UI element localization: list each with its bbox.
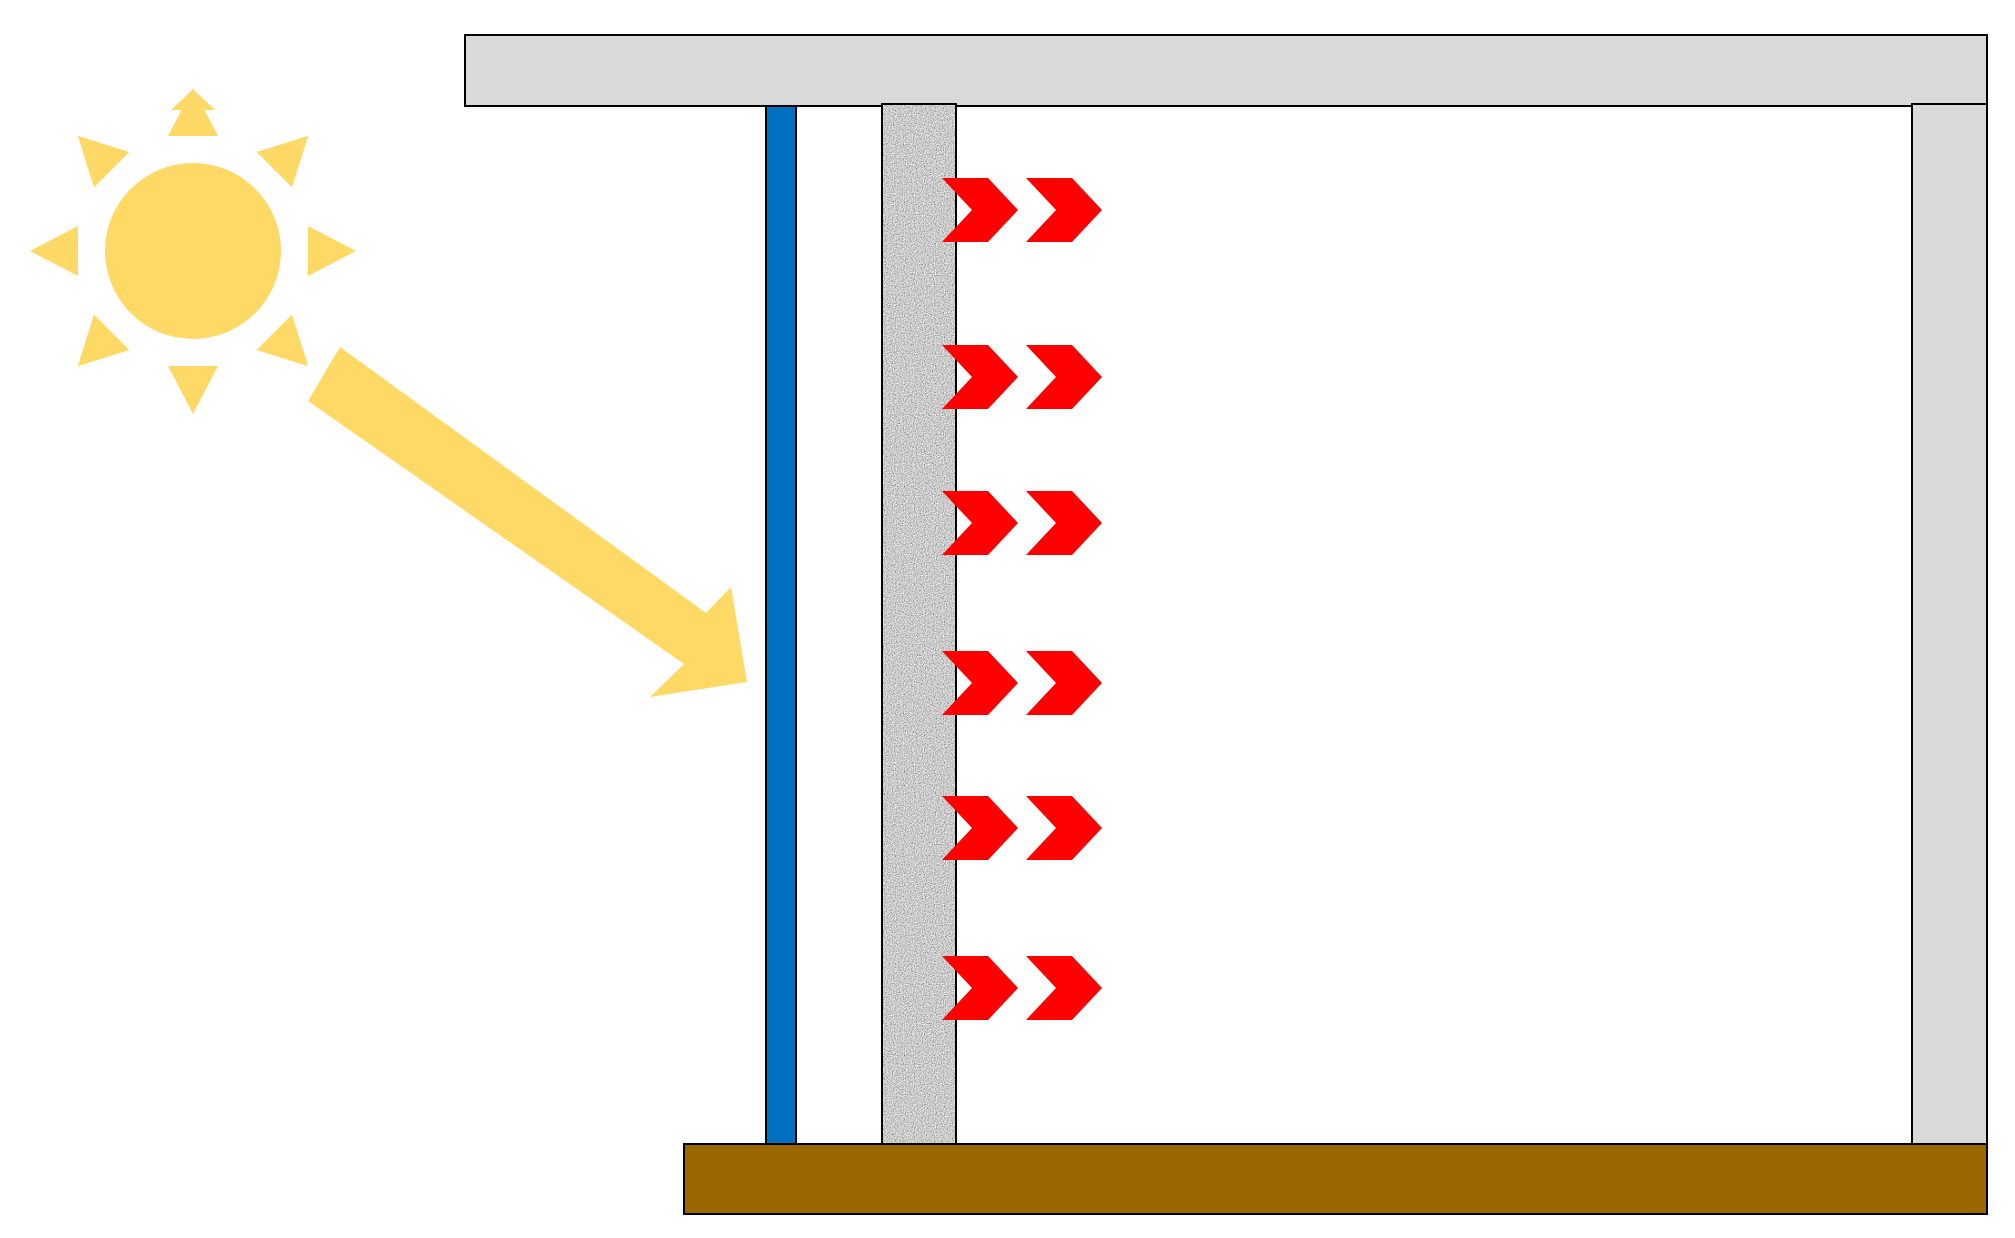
solar-ray-arrow [308, 347, 747, 697]
double-chevron-right-icon [942, 956, 1102, 1020]
sun-icon [30, 88, 356, 414]
right-wall [1911, 103, 1988, 1145]
sun-ray [168, 366, 218, 414]
chevron-right-icon [1026, 345, 1102, 409]
chevron-right-icon [942, 491, 1018, 555]
double-chevron-right-icon [942, 345, 1102, 409]
glazing-pane [765, 105, 797, 1145]
chevron-right-icon [942, 651, 1018, 715]
thermal-mass-wall [881, 103, 957, 1145]
heat-flow-arrows [942, 178, 1102, 1020]
double-chevron-right-icon [942, 796, 1102, 860]
double-chevron-right-icon [942, 178, 1102, 242]
chevron-right-icon [1026, 796, 1102, 860]
sun-ray [77, 314, 130, 367]
chevron-right-icon [942, 796, 1018, 860]
floor-slab [683, 1143, 1988, 1215]
sun-ray [168, 88, 218, 136]
roof-slab [464, 34, 1988, 107]
chevron-right-icon [1026, 651, 1102, 715]
chevron-right-icon [942, 956, 1018, 1020]
sun-ray [30, 226, 78, 276]
sun-ray [256, 314, 309, 367]
chevron-right-icon [1026, 178, 1102, 242]
chevron-right-icon [942, 345, 1018, 409]
chevron-right-icon [1026, 956, 1102, 1020]
chevron-right-icon [942, 178, 1018, 242]
double-chevron-right-icon [942, 651, 1102, 715]
sun-ray [308, 226, 356, 276]
sun-ray [256, 135, 309, 188]
chevron-right-icon [1026, 491, 1102, 555]
sun-ray [77, 135, 130, 188]
double-chevron-right-icon [942, 491, 1102, 555]
